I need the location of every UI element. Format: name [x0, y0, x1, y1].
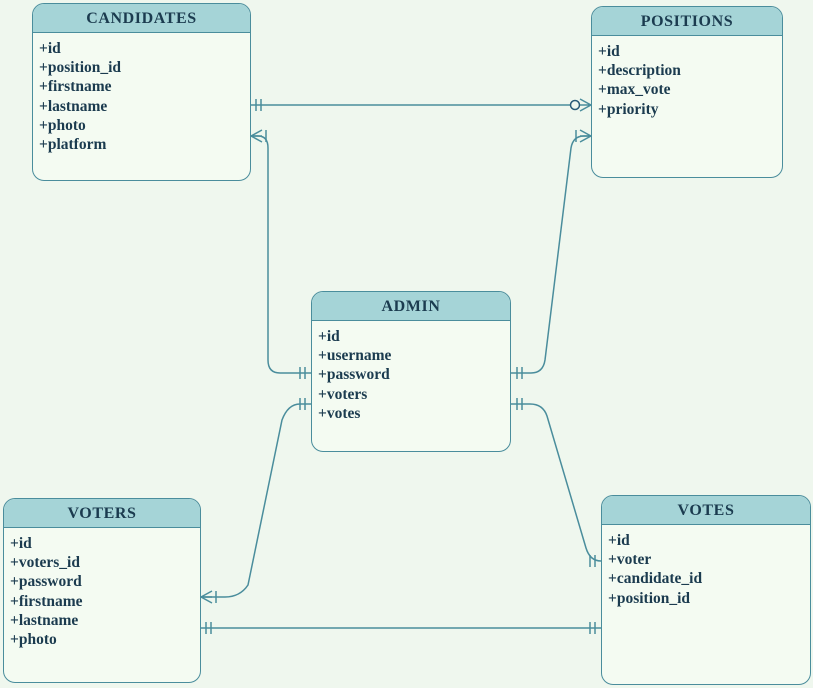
- entity-admin[interactable]: ADMIN +id +username +password +voters +v…: [311, 291, 511, 452]
- attribute-row: +voters: [318, 385, 368, 403]
- entity-attributes-candidates: +id +position_id +firstname +lastname +p…: [33, 33, 250, 154]
- attribute-row: +lastname: [10, 611, 79, 629]
- entity-votes[interactable]: VOTES +id +voter +candidate_id +position…: [601, 495, 811, 685]
- entity-title-voters: VOTERS: [4, 499, 200, 528]
- entity-attributes-positions: +id +description +max_vote +priority: [592, 36, 782, 119]
- attribute-row: +position_id: [608, 589, 691, 607]
- attribute-row: +password: [10, 573, 82, 591]
- entity-voters[interactable]: VOTERS +id +voters_id +password +firstna…: [3, 498, 201, 683]
- entity-title-candidates: CANDIDATES: [33, 4, 250, 33]
- attribute-row: +firstname: [10, 592, 83, 610]
- entity-positions[interactable]: POSITIONS +id +description +max_vote +pr…: [591, 6, 783, 178]
- entity-attributes-votes: +id +voter +candidate_id +position_id: [602, 525, 810, 608]
- attribute-row: +id: [318, 328, 340, 345]
- attribute-row: +voter: [608, 551, 652, 569]
- attribute-row: +voters_id: [10, 554, 80, 572]
- relationship-positions-admin: [511, 129, 592, 379]
- entity-title-positions: POSITIONS: [592, 7, 782, 36]
- attribute-row: +id: [598, 43, 620, 60]
- attribute-row: +position_id: [39, 59, 122, 77]
- attribute-row: +id: [608, 532, 630, 549]
- attribute-row: +votes: [318, 404, 361, 422]
- relationship-candidates-positions: [251, 98, 592, 112]
- entity-candidates[interactable]: CANDIDATES +id +position_id +firstname +…: [32, 3, 251, 181]
- attribute-row: +firstname: [39, 78, 112, 96]
- attribute-row: +description: [598, 62, 681, 80]
- relationship-admin-votes: [511, 398, 602, 567]
- attribute-row: +max_vote: [598, 81, 671, 99]
- relationship-voters-votes: [201, 622, 601, 634]
- attribute-row: +password: [318, 366, 390, 384]
- relationship-candidates-admin: [250, 129, 311, 379]
- attribute-row: +candidate_id: [608, 570, 703, 588]
- attribute-row: +id: [10, 535, 32, 552]
- attribute-row: +platform: [39, 136, 107, 154]
- attribute-row: +priority: [598, 100, 659, 118]
- attribute-row: +photo: [39, 116, 86, 134]
- attribute-row: +username: [318, 347, 392, 365]
- entity-attributes-admin: +id +username +password +voters +votes: [312, 321, 510, 423]
- attribute-row: +photo: [10, 631, 57, 649]
- entity-title-admin: ADMIN: [312, 292, 510, 321]
- relationship-voters-admin: [200, 398, 311, 604]
- attribute-row: +id: [39, 40, 61, 57]
- attribute-row: +lastname: [39, 97, 108, 115]
- entity-title-votes: VOTES: [602, 496, 810, 525]
- entity-attributes-voters: +id +voters_id +password +firstname +las…: [4, 528, 200, 649]
